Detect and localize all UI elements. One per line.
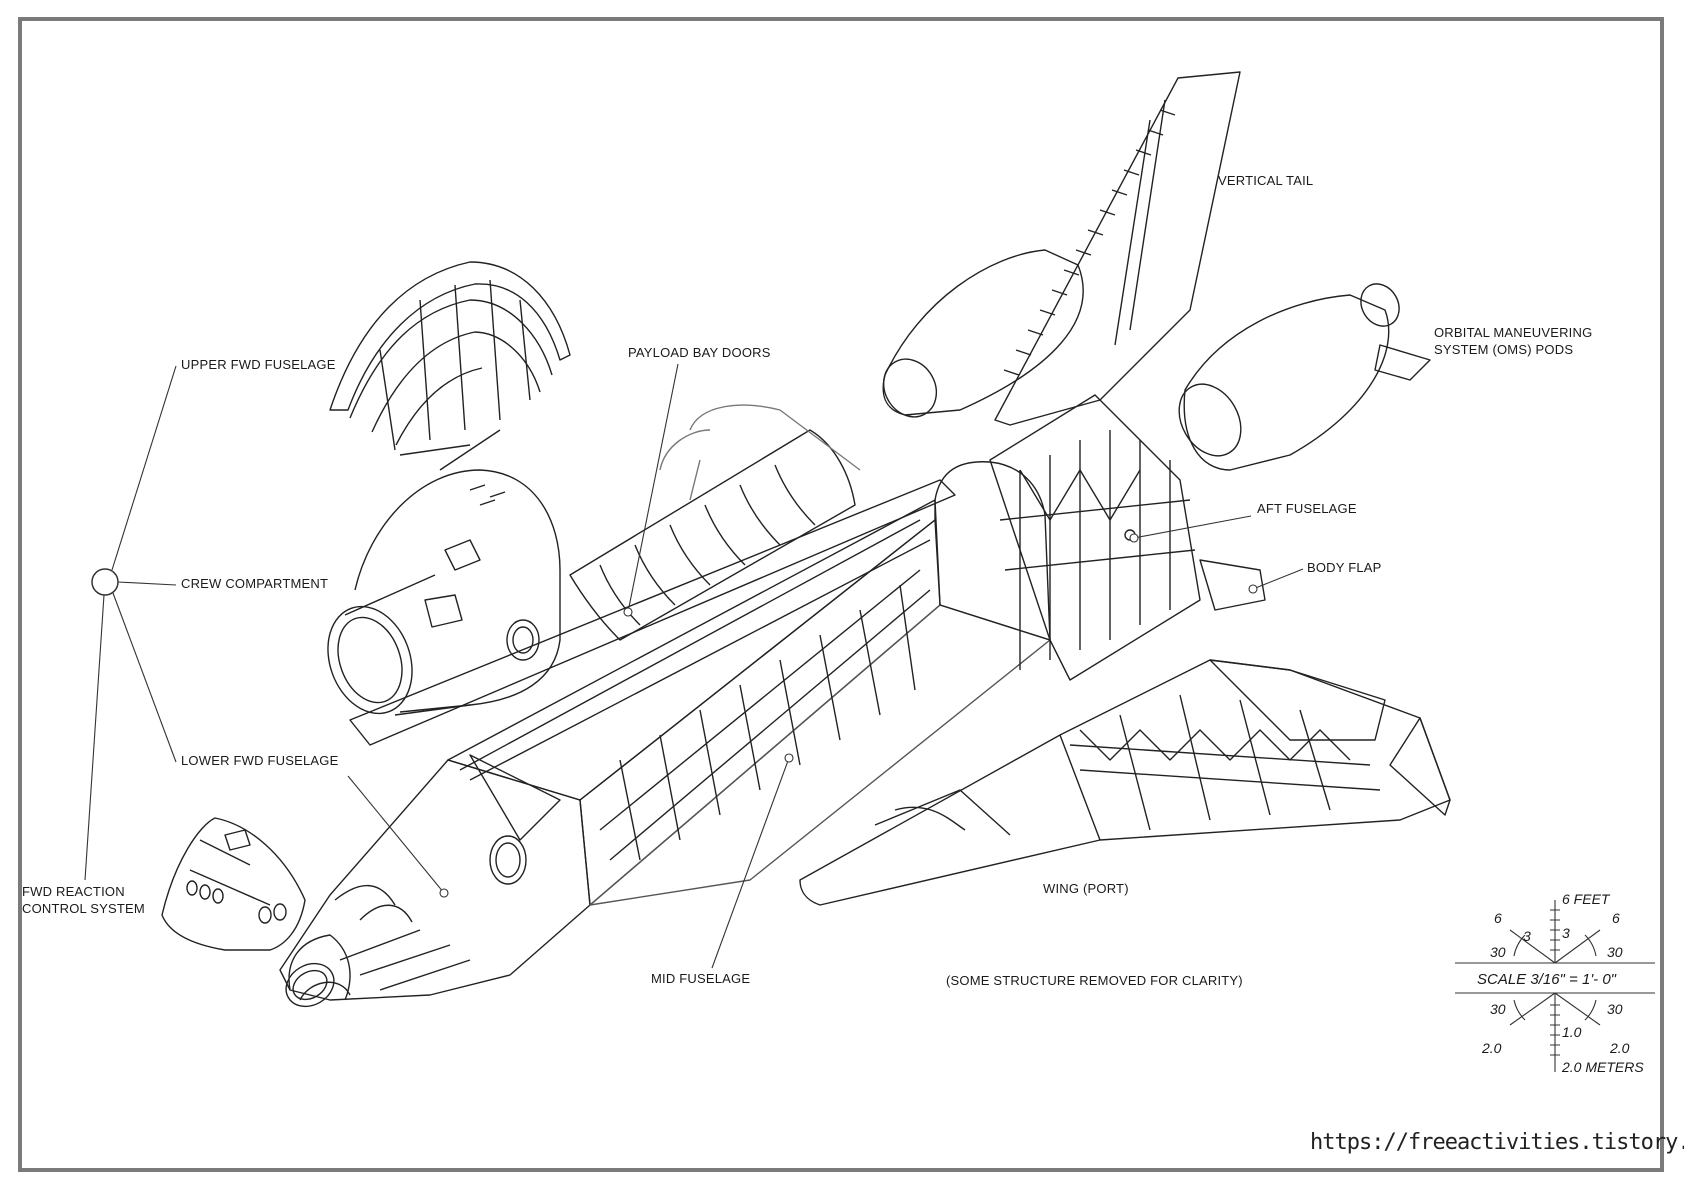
label-payload-bay-doors: PAYLOAD BAY DOORS (628, 345, 771, 360)
scale-left-3: 3 (1523, 928, 1531, 944)
label-aft-fuselage: AFT FUSELAGE (1257, 501, 1357, 516)
fuselage-body (279, 461, 1051, 1008)
scale-left-2-0: 2.0 (1482, 1040, 1502, 1056)
label-mid-fuselage: MID FUSELAGE (651, 971, 751, 986)
label-fwd-rcs-line2: CONTROL SYSTEM (22, 901, 145, 916)
scale-right-30-top: 30 (1607, 944, 1623, 960)
label-lower-fwd-fuselage: LOWER FWD FUSELAGE (181, 753, 339, 768)
scale-left-30-top: 30 (1490, 944, 1506, 960)
website-watermark: https://freeactivities.tistory.com/ (1310, 1130, 1684, 1155)
scale-ratio: SCALE 3/16" = 1'- 0" (1477, 971, 1617, 988)
scale-feet-3: 3 (1562, 925, 1570, 941)
scale-left-30-bottom: 30 (1490, 1001, 1506, 1017)
fwd-rcs-part (161, 817, 306, 951)
label-fwd-rcs-line1: FWD REACTION (22, 884, 125, 899)
upper-fwd-fuselage-part (329, 261, 571, 471)
label-upper-fwd-fuselage: UPPER FWD FUSELAGE (181, 357, 336, 372)
crew-compartment-part (327, 469, 561, 716)
scale-meters-1-0: 1.0 (1562, 1024, 1582, 1040)
label-oms-pods-line1: ORBITAL MANEUVERING (1434, 325, 1593, 340)
scale-feet-label: 6 FEET (1562, 891, 1610, 907)
label-note-structure-removed: (SOME STRUCTURE REMOVED FOR CLARITY) (946, 973, 1243, 988)
scale-right-6: 6 (1612, 910, 1620, 926)
label-oms-pods-line2: SYSTEM (OMS) PODS (1434, 342, 1574, 357)
scale-right-2-0: 2.0 (1610, 1040, 1630, 1056)
label-crew-compartment: CREW COMPARTMENT (181, 576, 329, 591)
scale-right-30-bottom: 30 (1607, 1001, 1623, 1017)
vertical-tail-part (994, 71, 1241, 426)
aft-fuselage-part (989, 394, 1266, 681)
scale-left-6: 6 (1494, 910, 1502, 926)
wing-port-part (799, 659, 1451, 906)
label-wing-port: WING (PORT) (1043, 881, 1129, 896)
scale-graphic (1455, 900, 1655, 1072)
payload-bay-doors-part (569, 404, 861, 641)
oms-pods-part (882, 249, 1431, 471)
label-vertical-tail: VERTICAL TAIL (1218, 173, 1314, 188)
leader-lines (84, 363, 1304, 969)
label-body-flap: BODY FLAP (1307, 560, 1382, 575)
scale-meters-label: 2.0 METERS (1562, 1059, 1644, 1075)
